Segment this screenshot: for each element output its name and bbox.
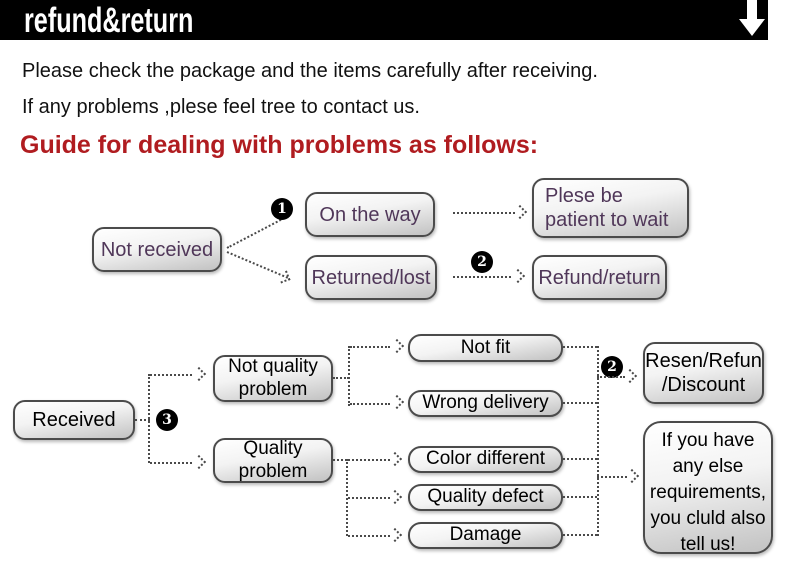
flow-box-wrong-delivery: Wrong delivery <box>408 390 563 417</box>
flow-box-damage: Damage <box>408 522 563 549</box>
arrowhead-icon <box>624 468 640 484</box>
connector-collect-quality-defect <box>563 496 597 498</box>
connector-to-note <box>597 476 627 478</box>
flow-box-on-the-way: On the way <box>305 192 435 237</box>
connector-fork-up <box>226 215 288 249</box>
connector-nq-stub <box>333 377 349 379</box>
arrowhead-icon <box>622 368 638 384</box>
connector-to-wrong-delivery <box>350 403 390 405</box>
arrowhead-icon <box>387 527 403 543</box>
flow-box-not-fit: Not fit <box>408 334 563 362</box>
badge-2: 2 <box>471 251 493 273</box>
connector-q-stub <box>333 459 347 461</box>
flow-box-patient-wait: Plese be patient to wait <box>532 178 689 238</box>
connector-refund-return <box>453 276 511 278</box>
badge-1: 1 <box>271 198 293 220</box>
arrowhead-icon <box>191 366 207 382</box>
flow-box-resen-refund-discount: Resen/Refun /Discount <box>643 342 764 404</box>
connector-to-not-fit <box>350 346 390 348</box>
connector-nq-branch <box>348 346 350 406</box>
connector-received-branch <box>148 374 150 463</box>
arrowhead-icon <box>389 394 405 410</box>
intro-line-2: If any problems ,plese feel tree to cont… <box>22 96 420 118</box>
arrowhead-icon <box>389 338 405 354</box>
connector-to-quality-defect <box>348 497 390 499</box>
connector-collect-color-different <box>563 458 597 460</box>
flow-box-quality-defect: Quality defect <box>408 484 563 511</box>
flow-box-received: Received <box>13 400 135 440</box>
connector-to-quality <box>150 462 192 464</box>
header-bar: refund&return <box>0 0 768 40</box>
down-arrow-icon <box>747 0 757 20</box>
connector-to-damage <box>348 535 390 537</box>
arrowhead-icon <box>387 451 403 467</box>
flow-box-refund-return: Refund/return <box>532 255 667 300</box>
flow-box-not-received: Not received <box>92 227 222 272</box>
arrowhead-icon <box>512 204 528 220</box>
connector-collect-wrong-delivery <box>563 402 597 404</box>
flow-box-quality-problem: Quality problem <box>213 438 333 483</box>
badge-3: 3 <box>156 409 178 431</box>
arrowhead-icon <box>510 268 526 284</box>
connector-to-not-quality <box>150 374 192 376</box>
connector-q-branch <box>346 459 348 536</box>
connector-to-resen <box>597 376 625 378</box>
flow-box-color-different: Color different <box>408 446 563 473</box>
connector-collector-line <box>597 346 599 536</box>
badge-2: 2 <box>601 356 623 378</box>
connector-collect-damage <box>563 534 597 536</box>
connector-to-color-different <box>348 459 390 461</box>
connector-on-the-way <box>453 212 515 214</box>
intro-line-1: Please check the package and the items c… <box>22 60 598 82</box>
down-arrow-icon <box>739 19 765 36</box>
flow-box-not-quality-problem: Not quality problem <box>213 355 333 402</box>
arrowhead-icon <box>277 270 291 284</box>
connector-collect-not-fit <box>563 346 597 348</box>
arrowhead-icon <box>191 454 207 470</box>
flow-box-note: If you have any else requirements, you c… <box>643 421 773 555</box>
arrowhead-icon <box>387 489 403 505</box>
connector-received-stub <box>135 419 150 421</box>
page-title: refund&return <box>24 1 194 40</box>
guide-heading: Guide for dealing with problems as follo… <box>20 131 539 159</box>
flow-box-returned-lost: Returned/lost <box>305 255 437 300</box>
